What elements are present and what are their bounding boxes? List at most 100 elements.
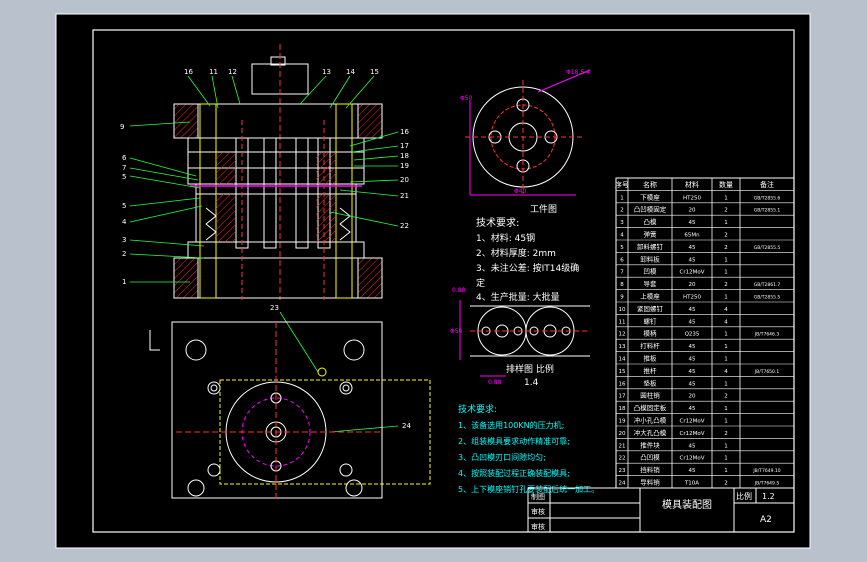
bom-cell: 45: [689, 307, 696, 313]
bom-cell: 1: [724, 344, 728, 350]
bom-header-1: 名称: [643, 180, 657, 189]
callout-14: 14: [346, 68, 355, 76]
callout-7: 7: [122, 164, 126, 172]
bom-cell: 45: [689, 357, 696, 363]
bom-cell: 1: [724, 257, 728, 263]
bom-cell: GB/T2861.7: [754, 282, 781, 288]
bom-cell: 1: [724, 381, 728, 387]
bom-cell: 24: [619, 481, 626, 487]
scale-value: 1.2: [762, 492, 775, 501]
bom-cell: 上模座: [640, 292, 660, 301]
bom-cell: 紧固螺钉: [637, 304, 664, 313]
bom-cell: 3: [620, 220, 624, 226]
callout-4: 4: [122, 218, 127, 226]
bom-cell: 导套: [644, 279, 658, 288]
callout-19: 19: [400, 162, 409, 170]
bom-cell: 1: [620, 195, 624, 201]
bom-cell: GB/T2855.5: [754, 295, 781, 301]
bom-cell: HT250: [683, 195, 701, 201]
bom-cell: 垫板: [644, 378, 658, 387]
strip-layout: [459, 300, 590, 377]
bom-cell: 4: [724, 369, 728, 375]
bom-cell: 2: [724, 431, 728, 437]
sheet-size: A2: [760, 515, 772, 525]
bom-cell: 2: [724, 208, 728, 214]
tech-req-1-heading: 技术要求:: [476, 216, 519, 229]
callout-17: 17: [400, 142, 409, 150]
workpiece-view: [465, 69, 591, 196]
workpiece-dim-left: Φ50: [460, 95, 473, 102]
bom-cell: JB/T7646.3: [754, 332, 780, 338]
tech-req-1-item-4: 4、生产批量: 大批量: [476, 291, 560, 303]
bom-cell: T10A: [684, 481, 699, 487]
bom-cell: 圆柱销: [640, 391, 660, 400]
tech-req-2-item-3: 3、凸凹模刃口间隙均匀;: [458, 452, 546, 462]
title-row-1: 制图: [531, 492, 545, 501]
bom-cell: 5: [620, 245, 624, 251]
bom-cell: 2: [724, 245, 728, 251]
bom-cell: 1: [724, 270, 728, 276]
bom-cell: 凹模: [644, 267, 658, 276]
callout-2: 2: [122, 250, 126, 258]
part-numbers: 9 6 7 5 5 4 3 2 1 16 11 12 13 14 15 16 1…: [120, 68, 411, 430]
bom-cell: 19: [619, 419, 626, 425]
bom-cell: 10: [619, 307, 626, 313]
callout-21: 21: [400, 192, 409, 200]
bom-header-4: 备注: [760, 180, 774, 189]
bom-cell: 7: [620, 270, 624, 276]
tech-req-1-item-3: 3、未注公差: 按IT14级确: [476, 262, 579, 274]
leader-lines: [129, 75, 399, 433]
bom-cell: 45: [689, 381, 696, 387]
bom-cell: 22: [619, 456, 626, 462]
bom-cell: Cr12MoV: [680, 419, 705, 425]
workpiece-dim-bottom: Φ40: [514, 188, 527, 195]
callout-16: 16: [400, 128, 409, 136]
callout-15: 15: [370, 68, 379, 76]
bom-cell: 2: [724, 233, 728, 239]
tech-requirements-2: 技术要求: 1、该备选用100KN的压力机; 2、组装模具要求动作精准可靠; 3…: [458, 403, 599, 494]
bom-cell: 螺钉: [644, 316, 658, 325]
bom-cell: 11: [619, 319, 626, 325]
bom-cell: 65Mn: [684, 233, 700, 239]
bom-cell: 推板: [644, 354, 658, 363]
bom-cell: JB/T7649.5: [754, 481, 780, 487]
bom-cell: 凸凹模固定: [634, 205, 667, 214]
bom-cell: 2: [724, 282, 728, 288]
callout-18: 18: [400, 152, 409, 160]
strip-dim-side: 0.88: [452, 287, 466, 294]
bom-cell: GB/T2855.6: [754, 195, 781, 201]
callout-20: 20: [400, 176, 409, 184]
bom-cell: 凸凹模: [640, 453, 660, 462]
bom-cell: 卸料螺钉: [637, 242, 664, 251]
bom-cell: GB/T2855.1: [754, 208, 781, 214]
strip-scale: 1.4: [524, 378, 539, 388]
bom-cell: 4: [724, 319, 728, 325]
bom-header-2: 材料: [685, 180, 699, 189]
bom-cell: 打料杆: [640, 341, 660, 350]
bom-cell: 18: [619, 406, 626, 412]
drawing-title: 模具装配图: [662, 498, 712, 511]
drawing-sheet: [55, 13, 811, 549]
bom-cell: 6: [620, 257, 624, 263]
callout-9: 9: [120, 123, 124, 131]
callout-5b: 5: [122, 202, 126, 210]
bom-cell: 1: [724, 332, 728, 338]
bom-cell: 14: [619, 357, 626, 363]
bom-cell: 1: [724, 443, 728, 449]
bom-cell: JB/T7650.1: [754, 369, 780, 375]
bom-cell: 20: [619, 431, 626, 437]
bom-cell: 下模座: [640, 192, 660, 201]
callout-16-top: 16: [184, 68, 193, 76]
tech-req-2-item-4: 4、按照装配过程正确装配模具;: [458, 468, 570, 478]
callout-6: 6: [122, 154, 127, 162]
callout-12: 12: [228, 68, 237, 76]
tech-req-2-item-5: 5、上下模座销钉孔要装配后统一加工。: [458, 484, 599, 494]
bom-cell: 16: [619, 381, 626, 387]
bom-cell: 2: [620, 208, 624, 214]
callout-3: 3: [122, 236, 126, 244]
bom-cell: 冲小孔凸模: [634, 416, 667, 425]
bom-cell: 挡料销: [640, 465, 660, 474]
